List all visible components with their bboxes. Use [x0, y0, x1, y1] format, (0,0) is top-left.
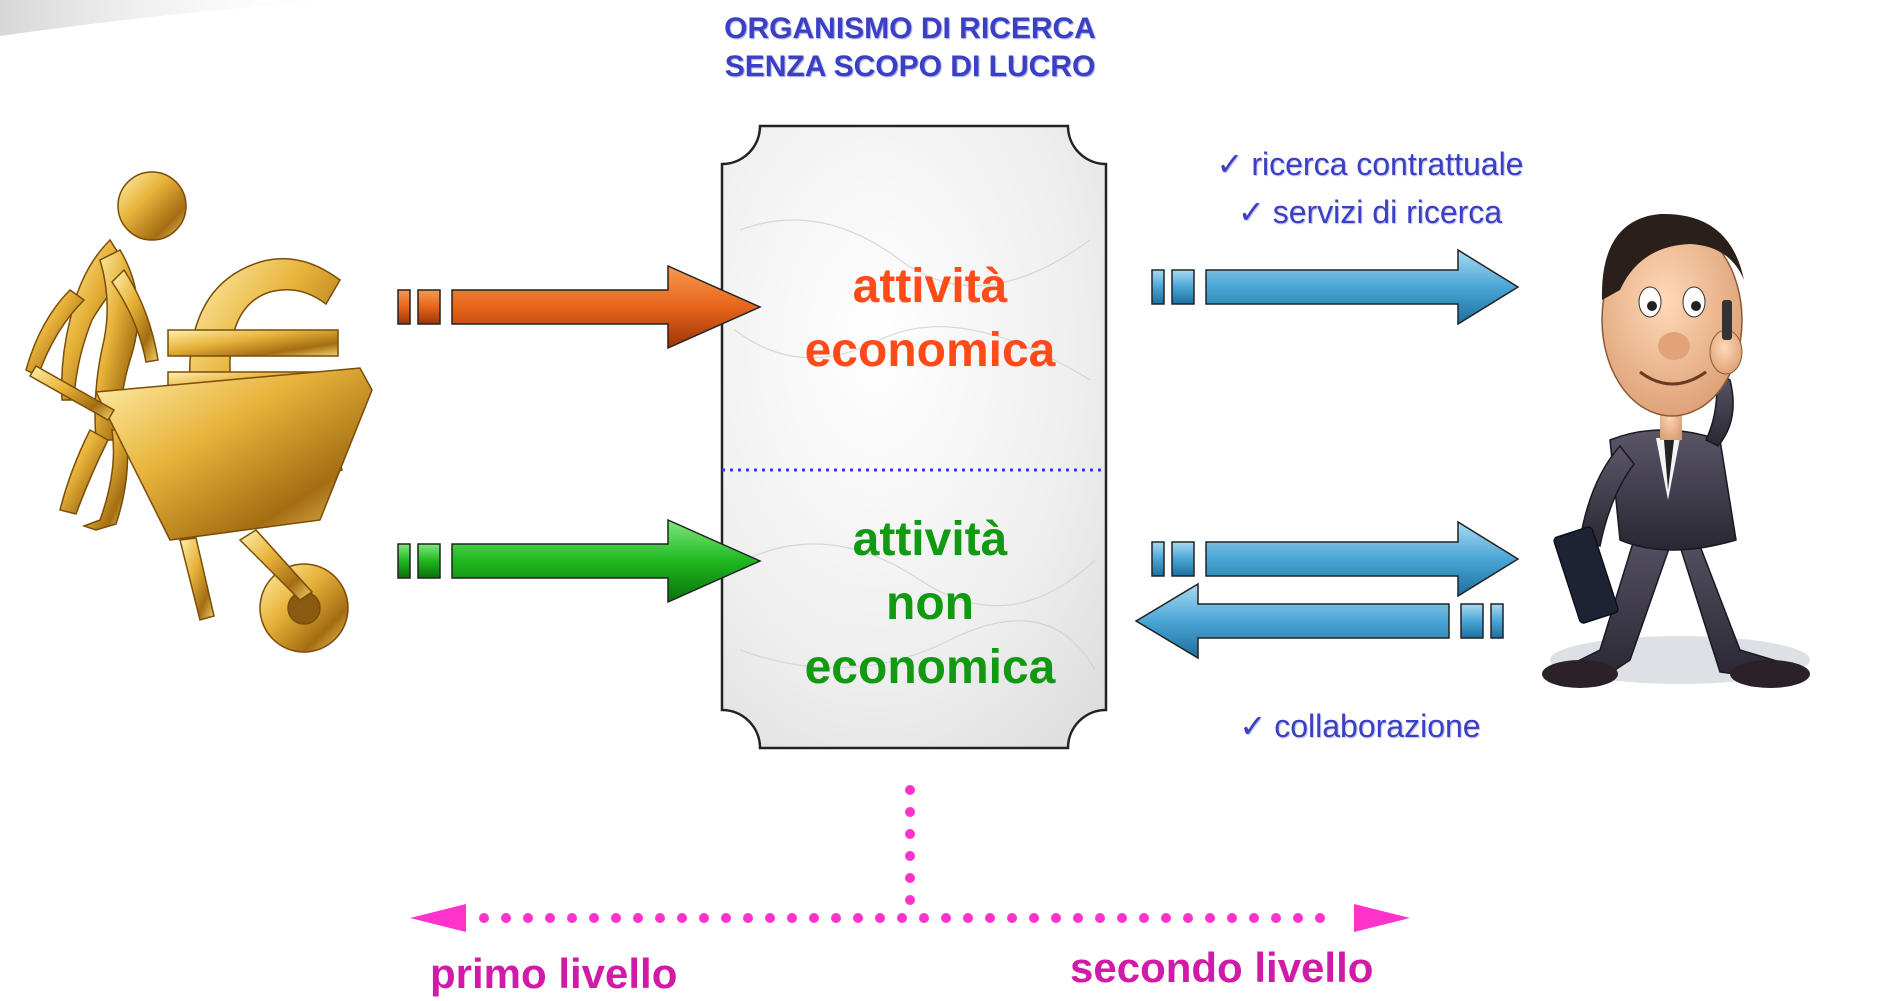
level-connector-horizontal [410, 904, 1410, 932]
check-icon: ✓ [1216, 146, 1244, 182]
non-economic-activity-line-3: economica [804, 641, 1056, 694]
arrow-collaboration-in [1134, 582, 1504, 660]
gold-figure-wheelbarrow-euro-icon [25, 171, 373, 653]
marble-texture [734, 219, 1096, 671]
list-item: ✓ricerca contrattuale [1180, 140, 1560, 188]
first-level-label: primo livello [430, 950, 678, 997]
economic-activity-line-1: attività [852, 260, 1008, 313]
second-level-label: secondo livello [1070, 944, 1374, 991]
collaboration-label: collaborazione [1274, 708, 1481, 744]
non-economic-activity-label: attività non economica [710, 508, 1150, 700]
collaboration-item: ✓collaborazione [1200, 702, 1520, 750]
contract-services-list: ✓ricerca contrattuale ✓servizi di ricerc… [1180, 140, 1560, 236]
center-panel [720, 124, 1108, 750]
corner-swoosh [0, 0, 360, 36]
businessman-phone-icon [1542, 213, 1810, 688]
diagram-title: ORGANISMO DI RICERCA SENZA SCOPO DI LUCR… [560, 10, 1260, 86]
level-connector-vertical [905, 785, 915, 905]
arrow-non-economic [397, 518, 762, 604]
non-economic-activity-line-2: non [886, 577, 974, 630]
arrow-collaboration-out [1151, 520, 1520, 598]
list-item: ✓servizi di ricerca [1180, 188, 1560, 236]
check-icon: ✓ [1237, 194, 1265, 230]
non-economic-activity-line-1: attività [852, 513, 1008, 566]
economic-activity-line-2: economica [804, 324, 1056, 377]
diagram-title-line-1: ORGANISMO DI RICERCA [724, 12, 1096, 45]
diagram-title-line-2: SENZA SCOPO DI LUCRO [724, 50, 1096, 83]
arrow-economic [397, 264, 762, 350]
check-icon: ✓ [1239, 708, 1267, 744]
economic-activity-label: attività economica [710, 255, 1150, 383]
list-item-label: ricerca contrattuale [1251, 146, 1524, 182]
list-item-label: servizi di ricerca [1272, 194, 1503, 230]
arrow-contract-research [1151, 248, 1520, 326]
